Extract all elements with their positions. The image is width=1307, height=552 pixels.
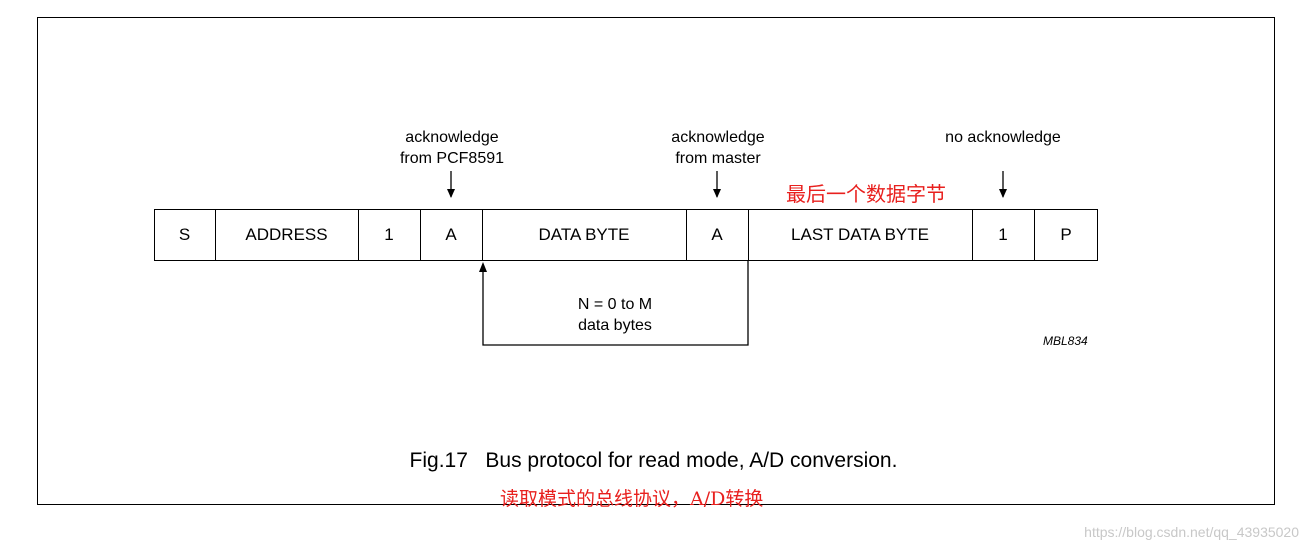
figure-frame [37, 17, 1275, 505]
divider [1034, 209, 1035, 261]
field-start: S [178, 225, 191, 244]
divider [482, 209, 483, 261]
ack-master-label: acknowledge from master [648, 127, 788, 169]
ack-pcf-line2: from PCF8591 [399, 150, 505, 167]
ack-master-line1: acknowledge [671, 129, 765, 146]
ack-master-line2: from master [675, 150, 761, 167]
divider [358, 209, 359, 261]
protocol-row [154, 209, 1098, 261]
repeat-line2: data bytes [578, 317, 652, 334]
field-address: ADDRESS [245, 225, 328, 244]
field-read-bit: 1 [384, 225, 394, 244]
divider [972, 209, 973, 261]
divider [420, 209, 421, 261]
divider [215, 209, 216, 261]
field-no-ack: 1 [998, 225, 1008, 244]
arrow-ack-master [713, 171, 721, 198]
repeat-loop-arrow [479, 261, 749, 346]
repeat-label: N = 0 to M data bytes [530, 294, 700, 336]
divider [748, 209, 749, 261]
arrow-no-ack [999, 171, 1007, 198]
figure-code: MBL834 [1043, 334, 1088, 348]
watermark: https://blog.csdn.net/qq_43935020 [1084, 524, 1299, 540]
field-ack-pcf: A [445, 225, 457, 244]
repeat-line1: N = 0 to M [577, 296, 653, 313]
field-last-data-byte: LAST DATA BYTE [791, 225, 929, 244]
arrow-ack-pcf [447, 171, 455, 198]
ack-pcf-line1: acknowledge [405, 129, 499, 146]
field-ack-master: A [711, 225, 723, 244]
field-data-byte: DATA BYTE [538, 225, 630, 244]
divider [686, 209, 687, 261]
figure-caption-cn: 读取模式的总线协议，A/D转换 [500, 488, 764, 510]
no-ack-label: no acknowledge [945, 129, 1061, 146]
field-stop: P [1060, 225, 1072, 244]
last-byte-cn-label: 最后一个数据字节 [786, 182, 946, 206]
ack-pcf-label: acknowledge from PCF8591 [380, 127, 524, 169]
figure-caption: Fig.17 Bus protocol for read mode, A/D c… [409, 449, 898, 472]
